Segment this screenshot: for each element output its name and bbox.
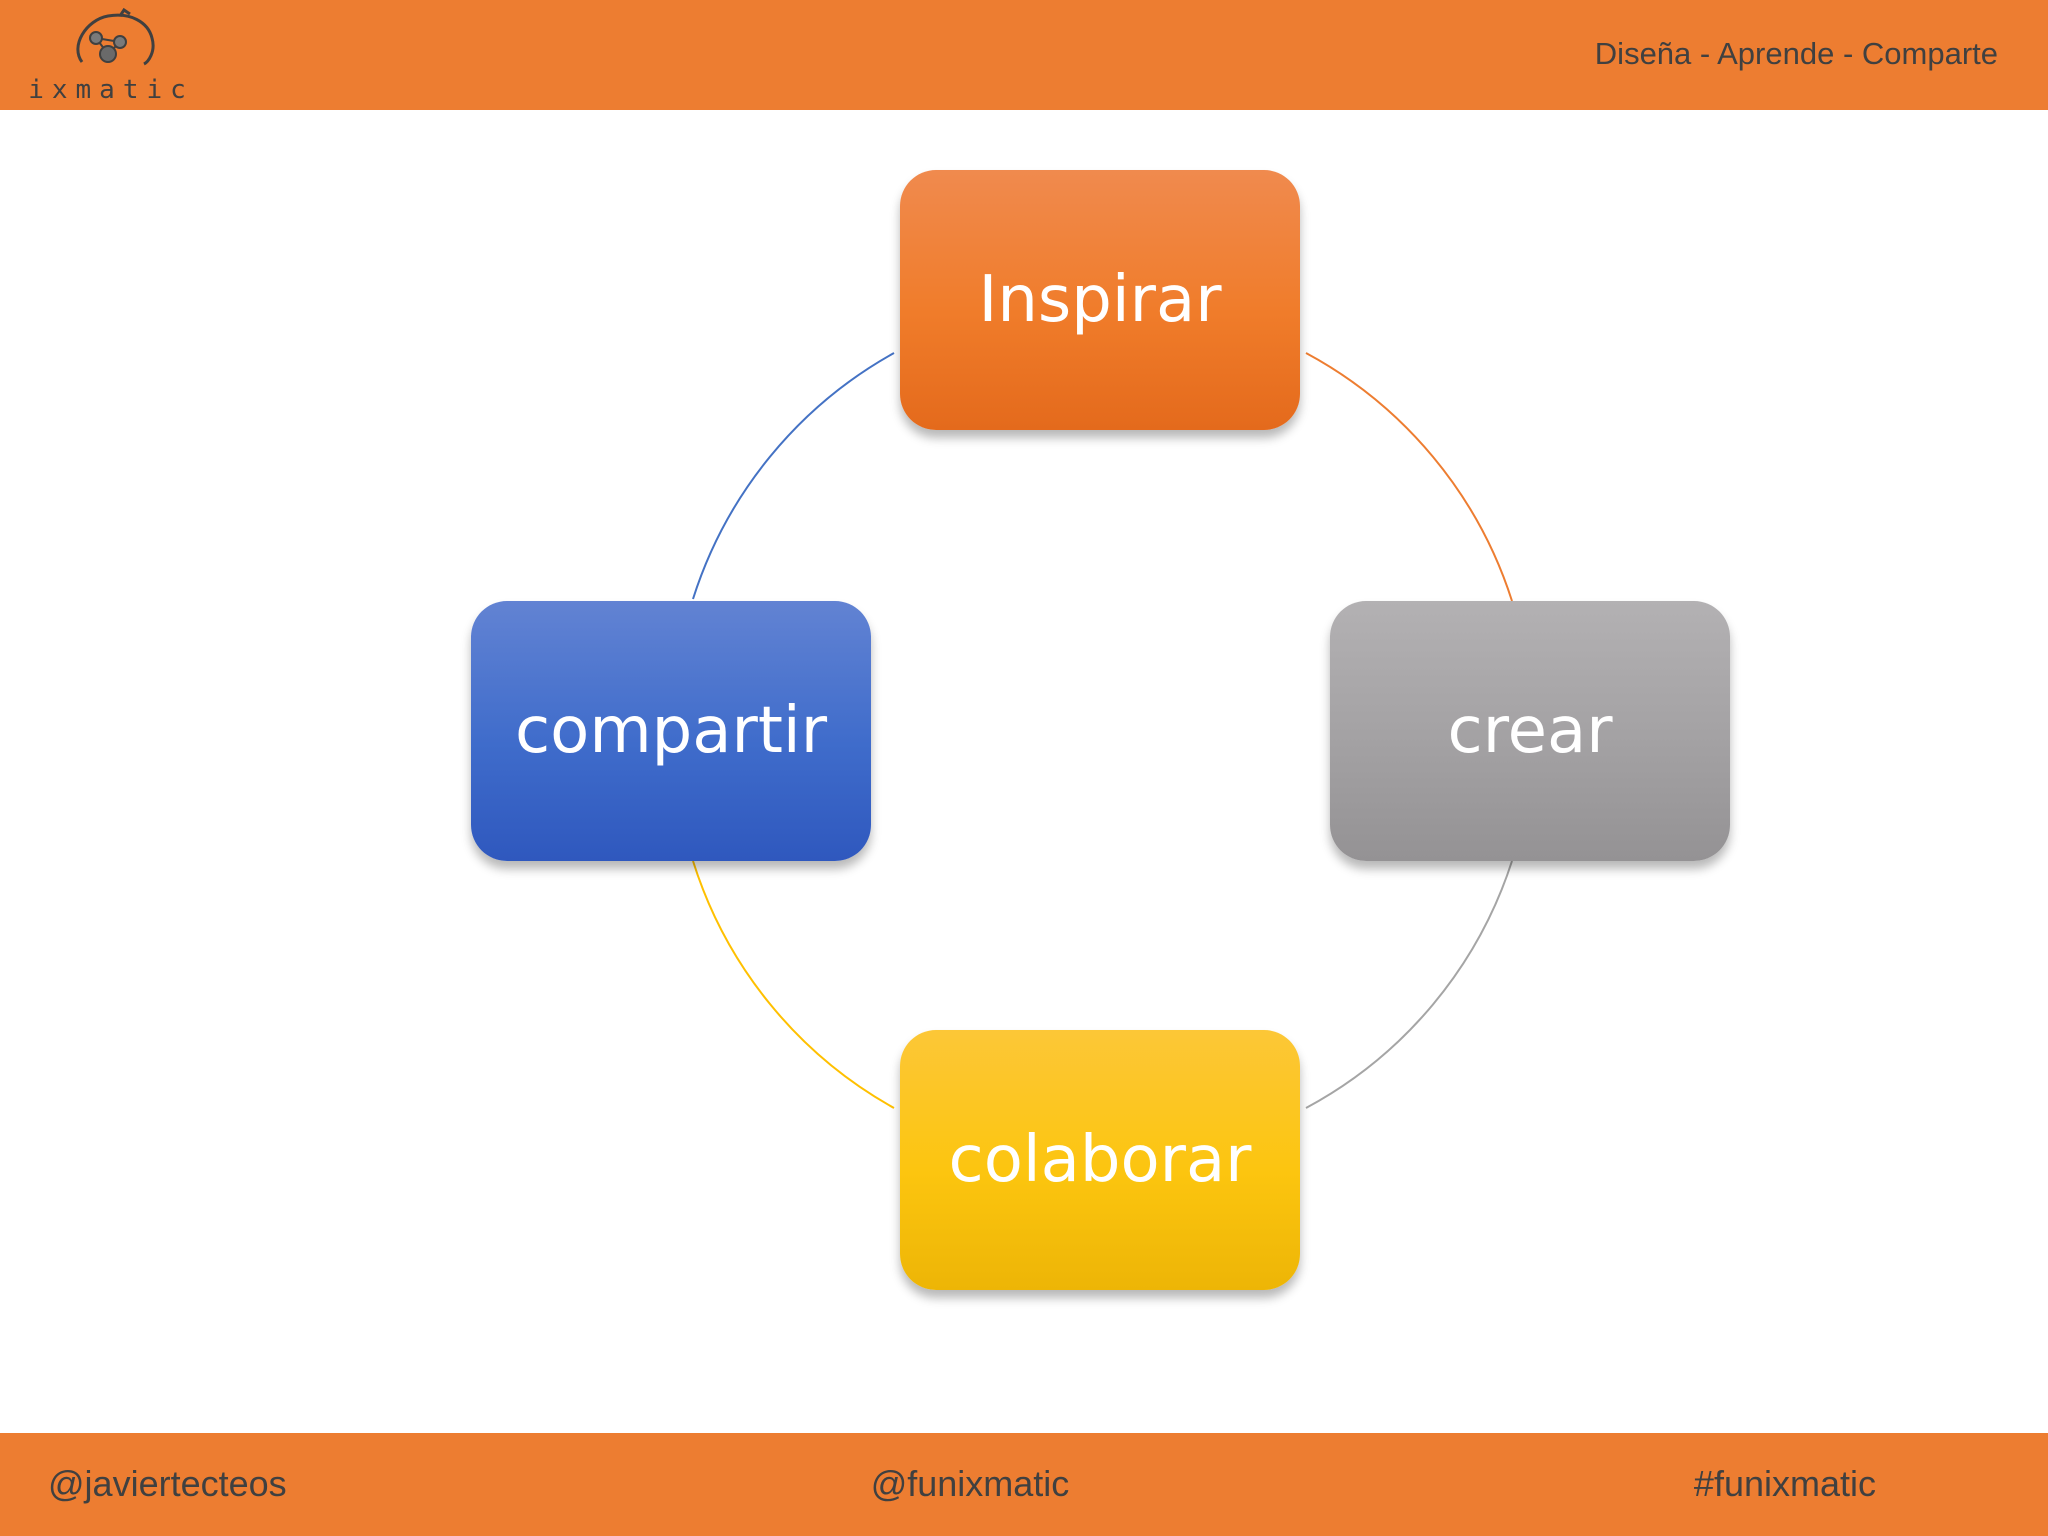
footer-handle-center: @funixmatic bbox=[870, 1463, 1070, 1504]
footer-handle-left: @javiertecteos bbox=[48, 1463, 287, 1504]
header-bar: ixmatic Diseña - Aprende - Comparte bbox=[0, 0, 2048, 110]
cycle-node-crear: crear bbox=[1330, 601, 1730, 861]
node-label: crear bbox=[1447, 694, 1613, 768]
footer-hashtag: #funixmatic bbox=[1693, 1463, 1876, 1504]
connector-compartir-inspirar bbox=[692, 352, 895, 600]
cycle-node-compartir: compartir bbox=[471, 601, 871, 861]
logo-text: ixmatic bbox=[28, 75, 194, 102]
cycle-node-colaborar: colaborar bbox=[900, 1030, 1300, 1290]
cycle-node-inspirar: Inspirar bbox=[900, 170, 1300, 430]
node-label: Inspirar bbox=[978, 263, 1222, 337]
footer-bar: @javiertecteos @funixmatic #funixmatic bbox=[0, 1433, 2048, 1536]
ixmatic-logo: ixmatic bbox=[26, 6, 196, 102]
connector-inspirar-crear bbox=[1305, 352, 1513, 602]
node-label: colaborar bbox=[948, 1123, 1252, 1197]
connector-crear-colaborar bbox=[1305, 860, 1513, 1109]
node-label: compartir bbox=[514, 694, 828, 768]
tagline: Diseña - Aprende - Comparte bbox=[1594, 36, 1998, 71]
connector-colaborar-compartir bbox=[692, 860, 895, 1109]
